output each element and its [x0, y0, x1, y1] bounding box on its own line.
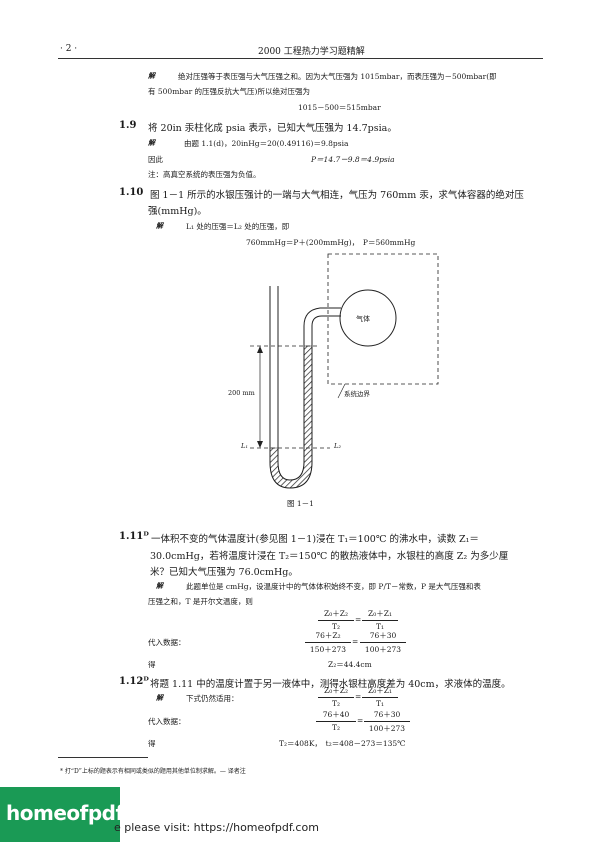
p112-number: 1.12ᴰ	[119, 676, 149, 687]
solution-label: 解	[148, 138, 156, 147]
p111-solution-line1: 此题单位是 cmHg，设温度计中的气体体积始终不变，即 P/T－常数，P 是大气…	[186, 582, 481, 591]
p110-number: 1.10	[119, 187, 144, 198]
p19-solution-line1: 由题 1.1(d)，20inHg＝20(0.49116)＝9.8psia	[184, 139, 349, 148]
p18-line1: 绝对压强等于表压强与大气压强之和。因为大气压强为 1015mbar，而表压强为－…	[178, 72, 497, 81]
p110-question-line1: 图 1－1 所示的水银压强计的一端与大气相连，气压为 760mm 汞，求气体容器…	[150, 190, 524, 201]
p19-result: P＝14.7－9.8＝4.9psia	[311, 155, 395, 164]
p112-get-label: 得	[148, 739, 156, 748]
system-boundary-box	[327, 253, 439, 385]
header-rule	[58, 58, 543, 59]
p111-number: 1.11ᴰ	[119, 531, 149, 542]
boundary-leader-line	[337, 383, 346, 399]
dimension-label: 200 mm	[228, 389, 255, 397]
p19-note: 注：高真空系统的表压强为负值。	[148, 170, 261, 179]
system-boundary-label: 系统边界	[344, 390, 370, 398]
p110-question-line2: 强(mmHg)。	[148, 206, 207, 217]
p19-question: 将 20in 汞柱化成 psia 表示，已知大气压强为 14.7psia。	[148, 123, 397, 134]
mercury-column	[269, 345, 313, 489]
p111-question-line2: 30.0cmHg，若将温度计浸在 T₂＝150℃ 的散热液体中，水银柱的高度 Z…	[150, 551, 509, 562]
arrow-up-icon	[257, 346, 263, 353]
footnote: * 打“D”上标的题表示有相同或类似的题用其他单位制求解。— 译者注	[60, 768, 246, 775]
p112-result: T₂＝408K， t₂＝408－273＝135℃	[279, 739, 406, 748]
figure-caption: 图 1－1	[287, 499, 314, 508]
footer-link-text[interactable]: e please visit: https://homeofpdf.com	[114, 821, 319, 834]
p110-solution-line2: 760mmHg＝P＋(200mmHg)， P＝560mmHg	[246, 238, 416, 247]
p111-solution-line2: 压强之和，T 是开尔文温度，则	[148, 597, 253, 606]
footnote-rule	[58, 757, 148, 758]
arrow-down-icon	[257, 441, 263, 448]
l1-label: L₁	[241, 442, 248, 450]
running-title: 2000 工程热力学习题精解	[258, 47, 365, 57]
p19-number: 1.9	[119, 120, 137, 131]
p112-substitute-label: 代入数据：	[148, 717, 186, 726]
solution-label: 解	[156, 581, 164, 590]
p111-substitute-label: 代入数据：	[148, 638, 186, 647]
p111-question-line1: 一体积不变的气体温度计(参见图 1－1)浸在 T₁＝100℃ 的沸水中，读数 Z…	[151, 534, 479, 545]
gas-label: 气体	[356, 315, 370, 323]
p18-equation: 1015－500＝515mbar	[298, 103, 381, 112]
p18-line2: 有 500mbar 的压强反抗大气压)所以绝对压强为	[148, 87, 310, 96]
p111-result: Z₂＝44.4cm	[328, 660, 372, 669]
homeofpdf-logo: homeofpdf.com	[0, 787, 175, 842]
p112-solution-line1: 下式仍然适用：	[186, 694, 239, 703]
gas-vessel	[339, 289, 397, 347]
solution-label: 解	[148, 71, 156, 80]
solution-label: 解	[156, 693, 164, 702]
l2-label: L₂	[334, 442, 341, 450]
p112-question: 将题 1.11 中的温度计置于另一液体中，测得水银柱高度差为 40cm，求液体的…	[150, 679, 511, 690]
p111-get-label: 得	[148, 660, 156, 669]
manometer-figure	[250, 253, 439, 489]
page-number: · 2 ·	[60, 44, 78, 54]
p110-solution-line1: L₁ 处的压强＝L₂ 处的压强，即	[186, 222, 290, 231]
p111-question-line3: 米？已知大气压强为 76.0cmHg。	[150, 567, 298, 578]
p19-therefore: 因此	[148, 155, 163, 164]
solution-label: 解	[156, 221, 164, 230]
